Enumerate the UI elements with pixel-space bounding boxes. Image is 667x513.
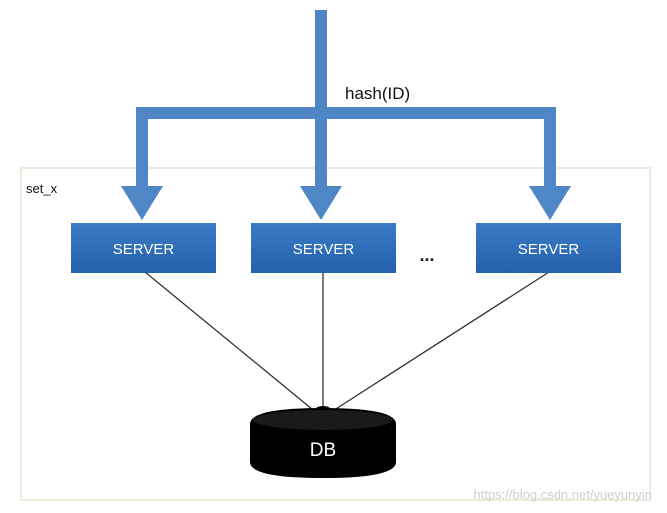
- server-box-2[interactable]: SERVER: [251, 223, 396, 273]
- hash-label: hash(ID): [345, 84, 410, 103]
- connection-line-left: [144, 271, 319, 415]
- connection-line-right: [327, 271, 550, 415]
- server-ellipsis: ...: [419, 245, 434, 265]
- server-label: SERVER: [518, 241, 580, 258]
- left-branch-shaft: [136, 107, 148, 186]
- set-label: set_x: [26, 181, 58, 196]
- server-box-1[interactable]: SERVER: [71, 223, 216, 273]
- hash-arrows: [121, 10, 571, 220]
- server-box-3[interactable]: SERVER: [476, 223, 621, 273]
- middle-arrow-head: [300, 186, 342, 220]
- right-branch-shaft: [544, 107, 556, 186]
- server-label: SERVER: [113, 241, 175, 258]
- db-label: DB: [310, 440, 336, 461]
- db-connections: [144, 271, 550, 415]
- hash-branch-bar: [136, 107, 556, 119]
- database-cylinder[interactable]: DB: [250, 406, 396, 478]
- server-label: SERVER: [293, 241, 355, 258]
- watermark: https://blog.csdn.net/yueyunyin: [473, 487, 652, 502]
- hash-trunk: [315, 10, 327, 186]
- left-arrow-head: [121, 186, 163, 220]
- right-arrow-head: [529, 186, 571, 220]
